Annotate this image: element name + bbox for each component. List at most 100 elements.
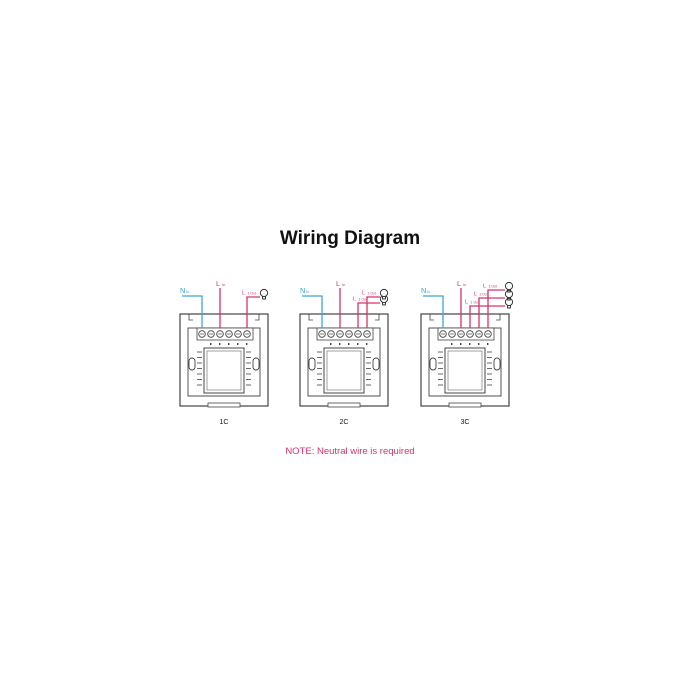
bulb-glass	[379, 288, 389, 298]
screw-terminal-icon	[475, 330, 483, 338]
terminal-mark	[210, 343, 212, 345]
corner-tab	[429, 314, 434, 321]
mounting-hole	[372, 357, 380, 371]
load-out-label: L	[242, 291, 245, 297]
screw-terminal-icon	[363, 330, 371, 338]
load-out-label-sub: 1 Out	[471, 301, 480, 305]
load-out-label-sub: 2 Out	[368, 292, 377, 296]
terminal-mark	[460, 343, 462, 345]
neutral-label: N	[180, 286, 185, 295]
bulb-base	[381, 302, 387, 306]
load-out-wire	[246, 296, 260, 328]
corner-tab	[255, 314, 260, 321]
screw-terminal-icon	[243, 330, 251, 338]
load-out-label-sub: 3 Out	[489, 285, 498, 289]
live-in-label: L	[457, 279, 461, 288]
panel-caption: 3C	[461, 419, 470, 426]
neutral-wire	[423, 295, 444, 328]
relay-module	[323, 347, 365, 394]
bulb-icon	[379, 288, 389, 300]
terminal-mark	[246, 343, 248, 345]
screw-terminal-icon	[216, 330, 224, 338]
screw-terminal-icon	[327, 330, 335, 338]
relay-module	[444, 347, 486, 394]
terminal-mark	[219, 343, 221, 345]
corner-tab	[188, 314, 193, 321]
bulb-glass	[504, 289, 514, 299]
bulb-glass	[504, 297, 514, 307]
neutral-label-sub: In	[186, 289, 189, 294]
terminal-mark	[237, 343, 239, 345]
load-out-label: L	[353, 297, 356, 303]
bulb-icon	[504, 289, 514, 301]
mounting-hole	[252, 357, 260, 371]
bulb-base	[381, 296, 387, 300]
terminal-mark	[469, 343, 471, 345]
screw-terminal-icon	[198, 330, 206, 338]
screw-terminal-icon	[225, 330, 233, 338]
screw-terminal-icon	[439, 330, 447, 338]
bulb-glass	[259, 288, 269, 298]
load-out-label-sub: 1 Out	[248, 292, 257, 296]
live-in-label-sub: In	[342, 282, 345, 287]
corner-tab	[375, 314, 380, 321]
bulb-base	[506, 289, 512, 293]
load-out-label-sub: 1 Out	[359, 298, 368, 302]
relay-module-inner	[326, 350, 362, 391]
bulb-base	[261, 296, 267, 300]
terminal-mark	[330, 343, 332, 345]
load-out-label: L	[474, 292, 477, 298]
terminal-mark	[478, 343, 480, 345]
load-out-label: L	[483, 284, 486, 290]
neutral-label: N	[421, 286, 426, 295]
load-out-wire	[357, 302, 380, 328]
bulb-icon	[504, 297, 514, 309]
live-in-label: L	[216, 279, 220, 288]
load-out-label-sub: 2 Out	[480, 293, 489, 297]
screw-terminal-icon	[318, 330, 326, 338]
terminal-mark	[487, 343, 489, 345]
neutral-label-sub: In	[306, 289, 309, 294]
bulb-glass	[504, 281, 514, 291]
bulb-base	[506, 297, 512, 301]
mounting-hole	[308, 357, 316, 371]
corner-tab	[308, 314, 313, 321]
live-in-label-sub: In	[222, 282, 225, 287]
bottom-clip	[448, 402, 482, 408]
relay-module-inner	[447, 350, 483, 391]
screw-terminal-icon	[466, 330, 474, 338]
screw-terminal-icon	[336, 330, 344, 338]
terminal-mark	[366, 343, 368, 345]
bulb-icon	[504, 281, 514, 293]
mounting-hole	[429, 357, 437, 371]
screw-terminal-icon	[448, 330, 456, 338]
terminal-mark	[348, 343, 350, 345]
neutral-label-sub: In	[427, 289, 430, 294]
load-out-wire	[469, 305, 505, 328]
screw-terminal-icon	[457, 330, 465, 338]
neutral-label: N	[300, 286, 305, 295]
load-out-wire	[366, 296, 380, 328]
load-out-label: L	[362, 291, 365, 297]
screw-terminal-icon	[345, 330, 353, 338]
terminal-mark	[357, 343, 359, 345]
mounting-hole	[493, 357, 501, 371]
terminal-mark	[339, 343, 341, 345]
screw-terminal-icon	[484, 330, 492, 338]
mounting-hole	[188, 357, 196, 371]
neutral-wire	[182, 295, 203, 328]
live-in-label-sub: In	[463, 282, 466, 287]
neutral-wire-note: NOTE: Neutral wire is required	[285, 446, 415, 457]
bulb-icon	[259, 288, 269, 300]
diagram-title: Wiring Diagram	[279, 228, 421, 249]
screw-terminal-icon	[354, 330, 362, 338]
screw-terminal-icon	[207, 330, 215, 338]
load-out-label: L	[465, 300, 468, 306]
live-in-label: L	[336, 279, 340, 288]
bottom-clip	[327, 402, 361, 408]
terminal-mark	[451, 343, 453, 345]
bottom-clip	[207, 402, 241, 408]
relay-module	[203, 347, 245, 394]
